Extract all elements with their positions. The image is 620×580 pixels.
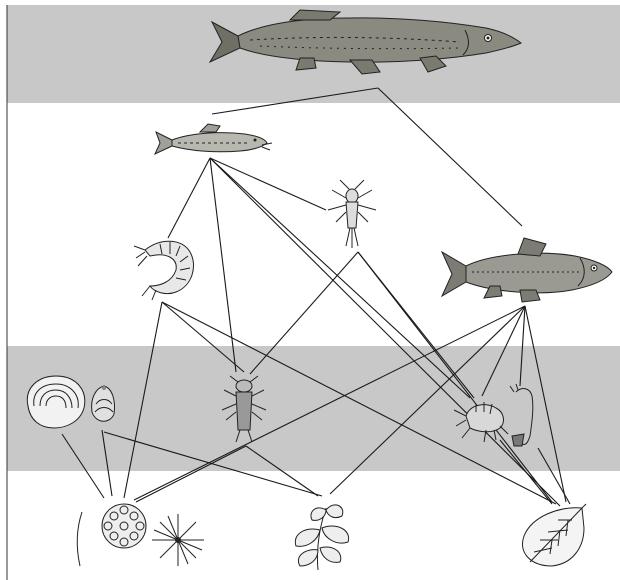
secondary-consumer-band [7, 103, 620, 346]
colonial-alga-icon [102, 504, 146, 548]
clam-icon [27, 376, 84, 428]
producer-band [7, 471, 620, 580]
